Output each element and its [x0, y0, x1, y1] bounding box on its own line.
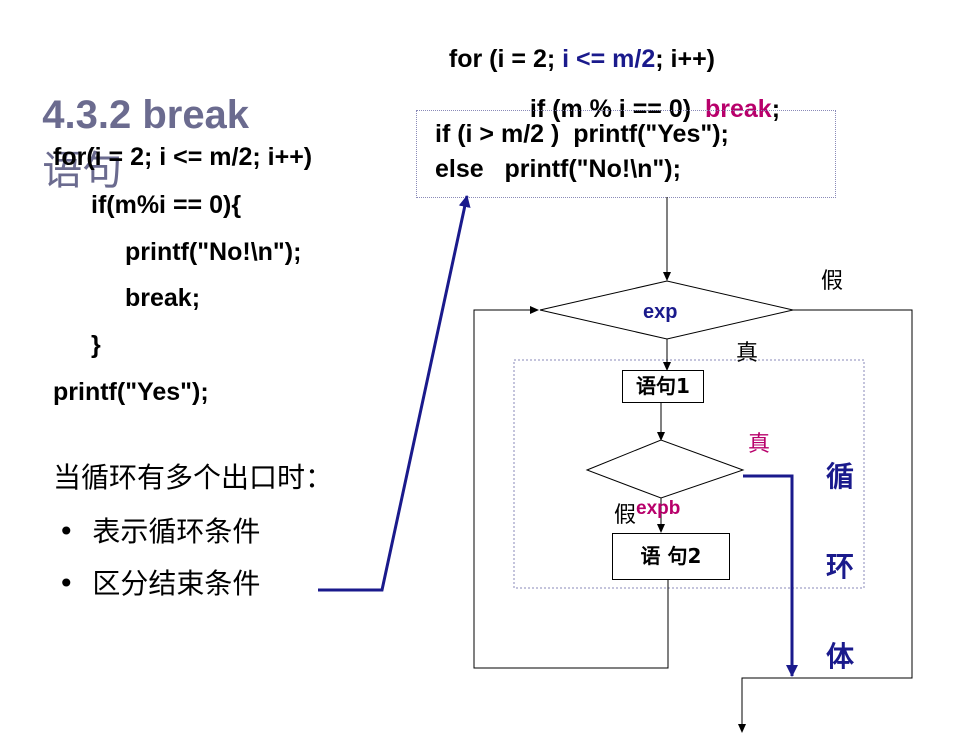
code-text: ;: [771, 95, 781, 123]
code-text: ; i++): [655, 45, 715, 73]
bullet-dot: •: [58, 567, 75, 600]
stmt2-box: 语 句2: [612, 533, 730, 580]
expb-true-label: 真: [748, 432, 771, 457]
loop-back-path: [473, 306, 669, 669]
top-code-line-1: for (i = 2; i <= m/2; i++): [435, 22, 715, 72]
title-cn: 语句: [42, 148, 123, 194]
top-code-line-4: else printf("No!\n");: [435, 155, 681, 183]
false-label: 假: [821, 269, 844, 294]
expb-diamond: [585, 439, 745, 499]
expb-true-break-path: [743, 474, 798, 677]
bullet-text: 区分结束条件: [92, 567, 261, 600]
left-code-line-6: printf("Yes");: [53, 378, 209, 406]
left-code-line-4: break;: [125, 284, 201, 312]
page-title: 4.3.2 break 语句: [20, 48, 249, 196]
code-break-keyword: break: [704, 95, 772, 123]
bullet-dot: •: [58, 515, 75, 548]
bullet-text: 表示循环条件: [92, 515, 261, 548]
loop-body-label: 循 环 体: [826, 402, 854, 702]
top-code-line-2: if (m % i == 0) break;: [516, 72, 780, 122]
exp-false-path: [741, 309, 913, 728]
loop-body-box: [513, 359, 865, 589]
loop-body-char: 体: [826, 640, 855, 673]
left-code-line-2: if(m%i == 0){: [91, 191, 242, 219]
bullet-1: • 表示循环条件: [58, 510, 260, 550]
stmt1-box: 语句1: [622, 370, 704, 403]
expb-label: expb: [636, 498, 681, 519]
loop-body-char: 环: [826, 550, 855, 583]
title-number: 4.3.2 break: [42, 93, 250, 137]
code-text: if (m % i == 0): [529, 95, 705, 123]
left-code-line-1: for(i = 2; i <= m/2; i++): [53, 143, 313, 171]
bullet-2: • 区分结束条件: [58, 562, 260, 602]
true-label: 真: [736, 341, 759, 366]
expb-false-label: 假: [614, 503, 637, 528]
top-code-line-3: if (i > m/2 ) printf("Yes");: [435, 120, 729, 148]
pointer-arrow: [318, 195, 471, 592]
code-text: for (i = 2;: [448, 45, 563, 73]
loop-body-char: 循: [826, 460, 855, 493]
code-highlight-box: [416, 110, 836, 198]
exp-label: exp: [643, 301, 678, 323]
left-code-line-5: }: [91, 331, 101, 359]
notes-heading: 当循环有多个出口时：: [53, 461, 334, 494]
code-condition: i <= m/2: [562, 45, 656, 73]
left-code-line-3: printf("No!\n");: [125, 238, 302, 266]
